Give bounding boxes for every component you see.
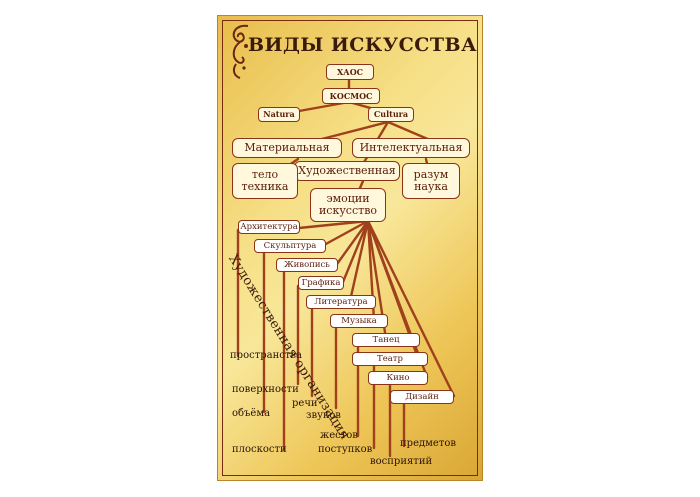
art-cinema: Кино <box>368 371 428 385</box>
node-material: Материальная <box>232 138 342 158</box>
node-reason: разум наука <box>402 163 460 199</box>
poster-frame <box>222 20 478 476</box>
node-body-line2: техника <box>241 180 289 193</box>
art-dance: Танец <box>352 333 420 347</box>
art-literature: Литература <box>306 295 376 309</box>
art-music: Музыка <box>330 314 388 328</box>
label-zvukov: звуков <box>306 410 341 421</box>
node-chaos: ХАОС <box>326 64 374 80</box>
poster: ВИДЫ ИСКУССТВА <box>218 16 482 480</box>
node-reason-line1: разум <box>413 168 449 182</box>
node-emotions: эмоции искусство <box>310 188 386 222</box>
label-zhestov: жестов <box>320 430 358 441</box>
node-reason-line2: наука <box>414 180 448 193</box>
art-graphics: Графика <box>298 276 344 290</box>
label-rechi: речи <box>292 398 318 409</box>
node-cultura: Cultura <box>368 107 414 122</box>
label-prostranstva: пространства <box>230 350 302 361</box>
label-poverhnosti: поверхности <box>232 384 299 395</box>
art-theatre: Театр <box>352 352 428 366</box>
node-artistic: Художественная <box>294 161 400 181</box>
label-postupkov: поступков <box>318 444 373 455</box>
node-body: тело техника <box>232 163 298 199</box>
floral-ornament-icon <box>232 24 249 79</box>
node-emotions-line1: эмоции <box>326 192 370 206</box>
art-painting: Живопись <box>276 258 338 272</box>
label-vospriyatiy: восприятий <box>370 456 433 467</box>
node-body-line1: тело <box>251 168 279 182</box>
poster-title: ВИДЫ ИСКУССТВА <box>248 34 478 56</box>
node-natura: Natura <box>258 107 300 122</box>
node-intellectual: Интелектуальная <box>352 138 470 158</box>
label-obyoma: объёма <box>232 408 271 419</box>
label-ploskosti: плоскости <box>232 444 287 455</box>
art-sculpture: Скульптура <box>254 239 326 253</box>
node-cosmos: КОСМОС <box>322 88 380 104</box>
label-predmetov: предметов <box>400 438 457 449</box>
node-emotions-line2: искусство <box>318 204 378 217</box>
art-design: Дизайн <box>390 390 454 404</box>
art-architecture: Архитектура <box>238 220 300 234</box>
